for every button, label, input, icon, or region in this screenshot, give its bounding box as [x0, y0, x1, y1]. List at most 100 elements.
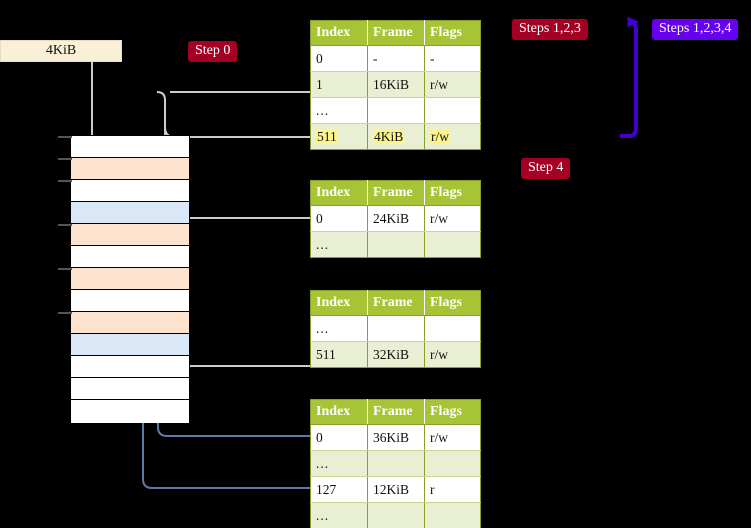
cell-flags: [424, 97, 481, 124]
link-table2-row511-to-memory: [177, 302, 310, 367]
memory-row: [71, 180, 189, 202]
cell-frame: [367, 231, 425, 258]
column-header-flags: Flags: [424, 399, 481, 425]
cell-flags: [424, 502, 481, 528]
cell-index: 0: [310, 205, 368, 232]
cell-flags: r/w: [424, 71, 481, 98]
cell-flags: r/w: [424, 341, 481, 368]
cell-index: 127: [310, 476, 368, 503]
memory-row: [71, 356, 189, 378]
column-header-frame: Frame: [367, 180, 425, 206]
badge-step-4: Step 4: [521, 158, 571, 179]
link-table3-row0-to-memory: [175, 217, 310, 259]
badge-step-0-label: Step 0: [195, 43, 231, 58]
cell-index: ...: [310, 450, 368, 477]
cell-index: 0: [310, 424, 368, 451]
cell-frame: 4KiB: [367, 123, 425, 150]
memory-tick: [58, 268, 72, 270]
page-table-level-3: Index Frame Flags 0 24KiB r/w ...: [310, 180, 481, 258]
cell-flags: [424, 450, 481, 477]
memory-row: [71, 378, 189, 400]
memory-row: [71, 224, 189, 246]
cell-frame: [367, 450, 425, 477]
cell-frame: [367, 502, 425, 528]
cell-index: 1: [310, 71, 368, 98]
frame-label-text: 4KiB: [45, 43, 77, 58]
table-header-row: Index Frame Flags: [310, 399, 481, 425]
badge-steps-1234-label: Steps 1,2,3,4: [659, 21, 732, 36]
page-table-level-1: Index Frame Flags 0 36KiB r/w ... 127 12…: [310, 399, 481, 528]
memory-tick: [58, 224, 72, 226]
cell-flags: r/w: [424, 123, 481, 150]
column-header-index: Index: [310, 20, 368, 46]
column-header-frame: Frame: [367, 20, 425, 46]
cell-flags: -: [424, 45, 481, 72]
table-header-row: Index Frame Flags: [310, 20, 481, 46]
cell-flags: r/w: [424, 424, 481, 451]
cell-index: ...: [310, 315, 368, 342]
memory-row: [71, 312, 189, 334]
cell-frame-text: 4KiB: [373, 128, 405, 144]
cell-flags: [424, 231, 481, 258]
table-header-row: Index Frame Flags: [310, 290, 481, 316]
link-table4-511-to-memory: [156, 91, 310, 138]
badge-steps-1234: Steps 1,2,3,4: [652, 19, 739, 40]
cell-frame: -: [367, 45, 425, 72]
purple-step-arrow: [620, 16, 639, 138]
cell-frame: 24KiB: [367, 205, 425, 232]
memory-row: [71, 290, 189, 312]
cell-flags: [424, 315, 481, 342]
table-row: 1 16KiB r/w: [310, 71, 481, 98]
memory-row: [71, 246, 189, 268]
cell-frame: [367, 97, 425, 124]
memory-tick: [58, 312, 72, 314]
frame-label-4kib: 4KiB: [0, 40, 122, 62]
column-header-flags: Flags: [424, 290, 481, 316]
table-row: 127 12KiB r: [310, 476, 481, 503]
column-header-index: Index: [310, 180, 368, 206]
badge-step-0: Step 0: [188, 41, 238, 62]
table-row: 0 36KiB r/w: [310, 424, 481, 451]
memory-row: [71, 334, 189, 356]
memory-tick: [58, 136, 72, 138]
column-header-index: Index: [310, 399, 368, 425]
table-row: ...: [310, 231, 481, 258]
physical-memory-column: [70, 135, 190, 423]
cell-index-text: 511: [316, 128, 338, 144]
page-table-level-4: Index Frame Flags 0 - - 1 16KiB r/w ...: [310, 20, 481, 150]
table-header-row: Index Frame Flags: [310, 180, 481, 206]
cell-flags-text: r/w: [430, 128, 450, 144]
table-row: 0 24KiB r/w: [310, 205, 481, 232]
column-header-flags: Flags: [424, 20, 481, 46]
table-row: 511 32KiB r/w: [310, 341, 481, 368]
memory-row: [71, 400, 189, 423]
table-row: 511 4KiB r/w: [310, 123, 481, 150]
cell-flags: r: [424, 476, 481, 503]
table-row: ...: [310, 502, 481, 528]
cell-frame: 16KiB: [367, 71, 425, 98]
cell-index: ...: [310, 97, 368, 124]
table-row: 0 - -: [310, 45, 481, 72]
badge-step-4-label: Step 4: [528, 160, 564, 175]
memory-tick: [58, 158, 72, 160]
page-table-level-2: Index Frame Flags ... 511 32KiB r/w: [310, 290, 481, 368]
cell-frame: 32KiB: [367, 341, 425, 368]
cell-frame: [367, 315, 425, 342]
column-header-frame: Frame: [367, 290, 425, 316]
cell-index: 511: [310, 123, 368, 150]
memory-tick: [58, 180, 72, 182]
table-row: ...: [310, 97, 481, 124]
badge-steps-123-label: Steps 1,2,3: [519, 21, 581, 36]
cell-frame: 36KiB: [367, 424, 425, 451]
badge-steps-123: Steps 1,2,3: [512, 19, 588, 40]
cell-flags: r/w: [424, 205, 481, 232]
memory-row: [71, 136, 189, 158]
cell-index: 511: [310, 341, 368, 368]
column-header-frame: Frame: [367, 399, 425, 425]
cell-frame: 12KiB: [367, 476, 425, 503]
table-row: ...: [310, 450, 481, 477]
table-row: ...: [310, 315, 481, 342]
column-header-index: Index: [310, 290, 368, 316]
cell-index: ...: [310, 502, 368, 528]
